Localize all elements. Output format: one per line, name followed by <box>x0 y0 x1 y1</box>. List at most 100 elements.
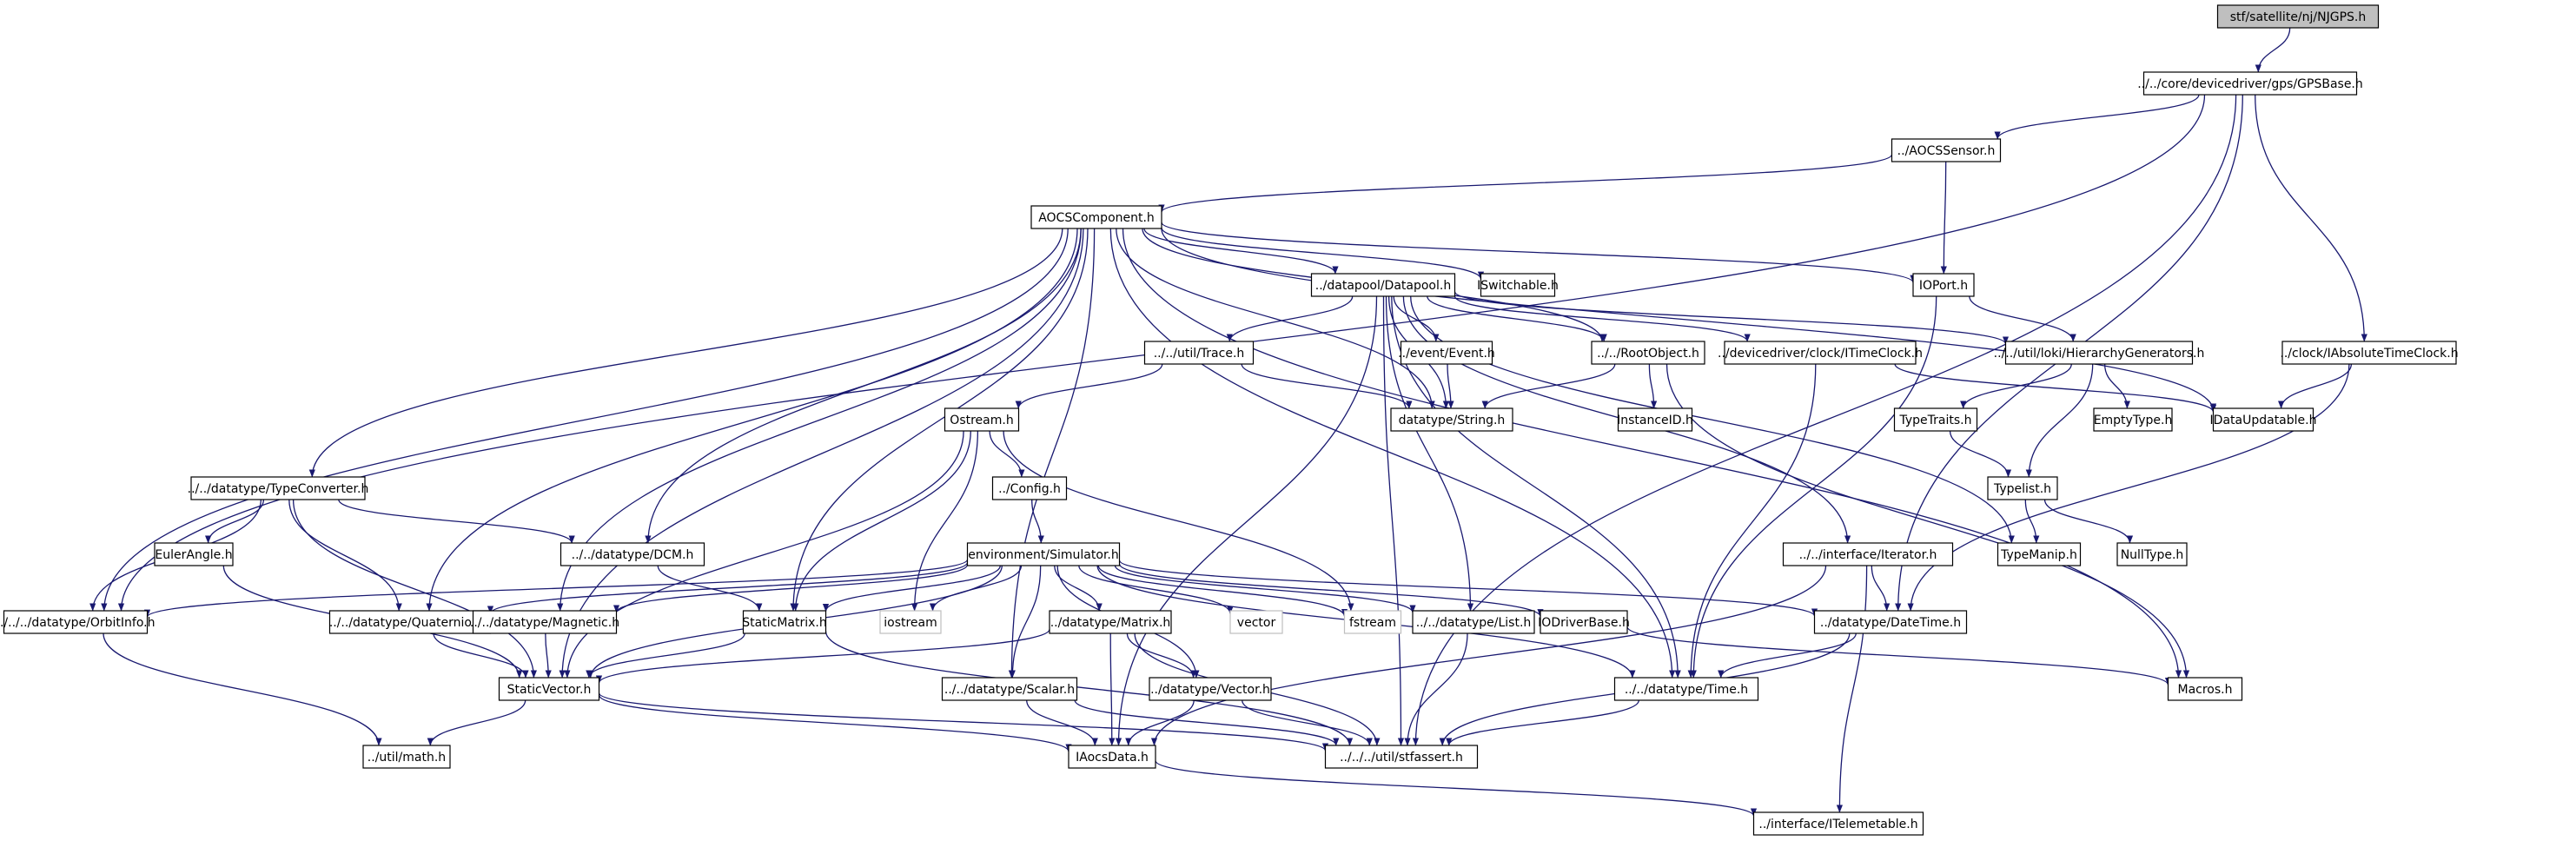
node-box <box>498 677 600 701</box>
node-math[interactable]: ../util/math.h <box>362 745 451 769</box>
node-aocscomp[interactable]: AOCSComponent.h <box>1030 205 1162 229</box>
edge-hiergen-to-typelist <box>2025 363 2094 478</box>
node-dcm[interactable]: ../../datatype/DCM.h <box>560 542 705 566</box>
edge-iodriverbase-to-macros <box>1626 626 2171 685</box>
node-simulator[interactable]: environment/Simulator.h <box>966 542 1121 566</box>
edge-staticvector-to-math <box>427 699 526 746</box>
node-string[interactable]: datatype/String.h <box>1390 407 1513 432</box>
node-iswitch[interactable]: ISwitchable.h <box>1477 273 1559 297</box>
node-ioport[interactable]: IOPort.h <box>1912 273 1975 297</box>
node-box <box>1987 476 2058 500</box>
edge-simulator-to-quaternion <box>487 562 969 614</box>
node-typemanip[interactable]: TypeManip.h <box>1997 542 2082 566</box>
node-itelemetable[interactable]: ../interface/ITelemetable.h <box>1752 811 1924 836</box>
node-box <box>1229 610 1283 634</box>
node-timeh[interactable]: ../../datatype/Time.h <box>1613 677 1759 701</box>
edge-matrix-to-staticvector <box>596 629 1050 684</box>
edge-typeconv-to-dcm <box>338 499 575 544</box>
node-magnetic[interactable]: ../../datatype/Magnetic.h <box>470 610 619 634</box>
node-typelist[interactable]: Typelist.h <box>1987 476 2058 500</box>
edge-trace-to-ostream <box>1015 363 1163 409</box>
node-label: ../clock/IAbsoluteTimeClock.h <box>2280 347 2458 361</box>
node-stfassert[interactable]: ../../../util/stfassert.h <box>1324 745 1479 769</box>
node-typetraits[interactable]: TypeTraits.h <box>1893 407 1978 432</box>
node-label: StaticMatrix.h <box>742 616 826 630</box>
node-iterator[interactable]: ../../interface/Iterator.h <box>1782 542 1954 566</box>
node-eulerangle[interactable]: EulerAngle.h <box>154 542 234 566</box>
edge-iterator-to-itelemetable <box>1836 565 1868 813</box>
node-instanceid[interactable]: InstanceID.h <box>1617 407 1693 432</box>
edge-config-to-simulator <box>1031 499 1044 544</box>
node-label: ../../../datatype/OrbitInfo.h <box>0 616 156 630</box>
edge-aocscomp-to-magnetic <box>557 228 1082 612</box>
node-label: TypeManip.h <box>2000 548 2077 562</box>
node-event[interactable]: ../event/Event.h <box>1398 341 1495 365</box>
node-label: ../../util/Trace.h <box>1154 347 1245 361</box>
node-iodriverbase[interactable]: IODriverBase.h <box>1538 610 1630 634</box>
edge-simulator-to-datetime <box>1118 560 1818 617</box>
node-gpsbase[interactable]: ../../core/devicedriver/gps/GPSBase.h <box>2137 71 2363 96</box>
edge-typeconv-to-staticvector <box>292 499 537 679</box>
node-box <box>362 745 451 769</box>
node-box <box>328 610 492 634</box>
node-box <box>966 542 1121 566</box>
node-idataupd[interactable]: IDataUpdatable.h <box>2210 407 2317 432</box>
node-box <box>154 542 234 566</box>
node-staticvector[interactable]: StaticVector.h <box>498 677 600 701</box>
edge-gpsbase-to-aocssensor <box>1994 94 2200 140</box>
node-label: ../../datatype/DCM.h <box>572 548 694 562</box>
node-list[interactable]: ../../datatype/List.h <box>1412 610 1535 634</box>
node-fstream[interactable]: fstream <box>1343 610 1402 634</box>
edge-vectorh-to-iaocsdata <box>1125 699 1195 746</box>
node-box <box>2167 677 2243 701</box>
node-datapool[interactable]: ../datapool/Datapool.h <box>1310 273 1456 297</box>
node-scalar[interactable]: ../../datatype/Scalar.h <box>941 677 1078 701</box>
node-itimeclock[interactable]: ../devicedriver/clock/ITimeClock.h <box>1718 341 1923 365</box>
node-vectorh[interactable]: ../datatype/Vector.h <box>1149 677 1272 701</box>
node-trace[interactable]: ../../util/Trace.h <box>1143 341 1255 365</box>
node-box <box>2212 407 2314 432</box>
edge-datapool-to-hiergen <box>1454 291 2009 345</box>
node-box <box>1310 273 1456 297</box>
node-quaternion[interactable]: ../../datatype/Quaternion.h <box>328 610 492 634</box>
node-orbitinfo[interactable]: ../../../datatype/OrbitInfo.h <box>0 610 156 634</box>
node-label: StaticVector.h <box>507 683 592 697</box>
node-ostream[interactable]: Ostream.h <box>944 407 1020 432</box>
node-root[interactable]: stf/satellite/nj/NJGPS.h <box>2216 4 2380 29</box>
node-macros[interactable]: Macros.h <box>2167 677 2243 701</box>
edge-iterator-to-datetime <box>1871 565 1891 612</box>
edge-iabsclock-to-idataupd <box>2278 363 2353 409</box>
edge-scalar-to-iaocsdata <box>1026 699 1098 746</box>
node-label: ../../datatype/TypeConverter.h <box>188 482 369 496</box>
node-label: ISwitchable.h <box>1477 279 1559 293</box>
edge-root-to-gpsbase <box>2255 27 2291 73</box>
node-rootobj[interactable]: ../../RootObject.h <box>1591 341 1705 365</box>
node-box <box>1997 542 2082 566</box>
node-aocssensor[interactable]: ../AOCSSensor.h <box>1891 138 2002 162</box>
node-config[interactable]: ../Config.h <box>991 476 1068 500</box>
node-typeconv[interactable]: ../../datatype/TypeConverter.h <box>188 476 369 500</box>
edge-hiergen-to-typetraits <box>1960 363 2072 409</box>
node-label: ../../datatype/Scalar.h <box>944 683 1075 697</box>
node-iaocsdata[interactable]: IAocsData.h <box>1068 745 1156 769</box>
edge-typeconv-to-eulerangle <box>205 499 265 544</box>
edge-datapool-to-list <box>1385 295 1474 612</box>
edge-datapool-to-rootobj <box>1427 295 1607 342</box>
node-iostream[interactable]: iostream <box>879 610 942 634</box>
node-datetime[interactable]: ../datatype/DateTime.h <box>1813 610 1968 634</box>
node-label: fstream <box>1349 616 1396 630</box>
node-iabsclock[interactable]: ../clock/IAbsoluteTimeClock.h <box>2280 341 2459 365</box>
node-label: ../interface/ITelemetable.h <box>1758 818 1917 831</box>
node-nulltype[interactable]: NullType.h <box>2116 542 2188 566</box>
node-vector[interactable]: vector <box>1229 610 1283 634</box>
node-hiergen[interactable]: ../../util/loki/HierarchyGenerators.h <box>1994 341 2205 365</box>
edge-rootobj-to-macros <box>1665 363 2190 679</box>
node-box <box>1540 610 1628 634</box>
node-box <box>2216 4 2380 29</box>
node-label: Macros.h <box>2178 683 2233 697</box>
node-emptytype[interactable]: EmptyType.h <box>2093 407 2173 432</box>
node-staticmatrix[interactable]: StaticMatrix.h <box>742 610 827 634</box>
edge-typelist-to-typemanip <box>2024 499 2040 544</box>
node-label: ../AOCSSensor.h <box>1897 144 1996 158</box>
node-matrix[interactable]: ../datatype/Matrix.h <box>1049 610 1172 634</box>
